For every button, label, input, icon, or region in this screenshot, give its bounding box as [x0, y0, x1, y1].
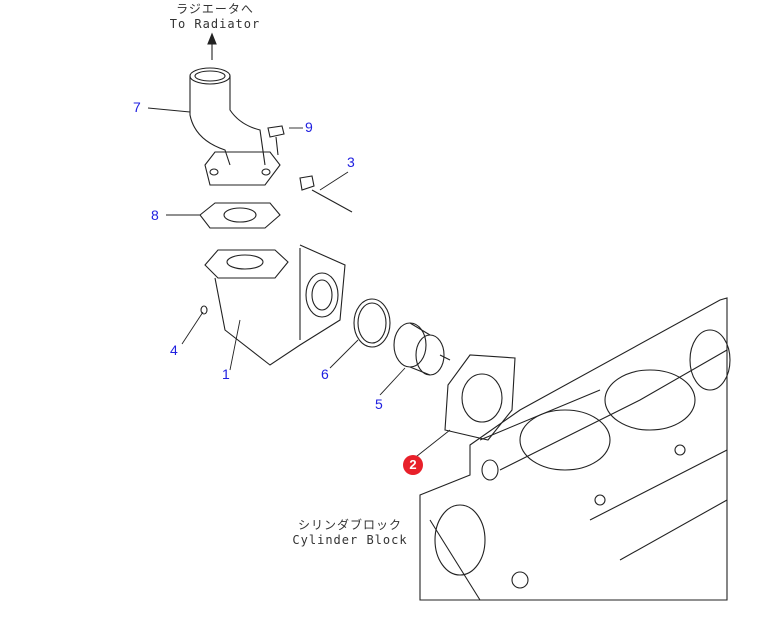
arrow-up-icon: [207, 32, 217, 60]
thermostat-housing: [204, 244, 346, 366]
callout-8[interactable]: 8: [151, 207, 159, 223]
leader-lines: [147, 107, 451, 461]
to-radiator-note: ラジエータへ To Radiator: [160, 2, 270, 32]
bolt-9: [267, 125, 285, 156]
callout-1[interactable]: 1: [222, 366, 230, 382]
o-ring-6: [353, 298, 391, 348]
radiator-label-jp: ラジエータへ: [176, 2, 254, 16]
callout-7[interactable]: 7: [133, 99, 141, 115]
callout-5[interactable]: 5: [375, 396, 383, 412]
gasket-2: [444, 354, 516, 441]
radiator-label-en: To Radiator: [169, 17, 261, 31]
thermostat-5: [393, 322, 451, 376]
gasket-8: [199, 202, 281, 229]
cylinder-block-note: シリンダブロック Cylinder Block: [290, 518, 410, 548]
callout-3[interactable]: 3: [347, 154, 355, 170]
block-label-jp: シリンダブロック: [297, 518, 402, 532]
callout-2-highlighted[interactable]: 2: [403, 455, 423, 475]
bolt-3: [299, 175, 353, 213]
callout-6[interactable]: 6: [321, 366, 329, 382]
water-outlet-elbow: [189, 67, 281, 186]
block-label-en: Cylinder Block: [292, 533, 408, 547]
callout-4[interactable]: 4: [170, 342, 178, 358]
plug-4: [200, 305, 208, 315]
cylinder-block: [419, 297, 731, 601]
callout-9[interactable]: 9: [305, 119, 313, 135]
